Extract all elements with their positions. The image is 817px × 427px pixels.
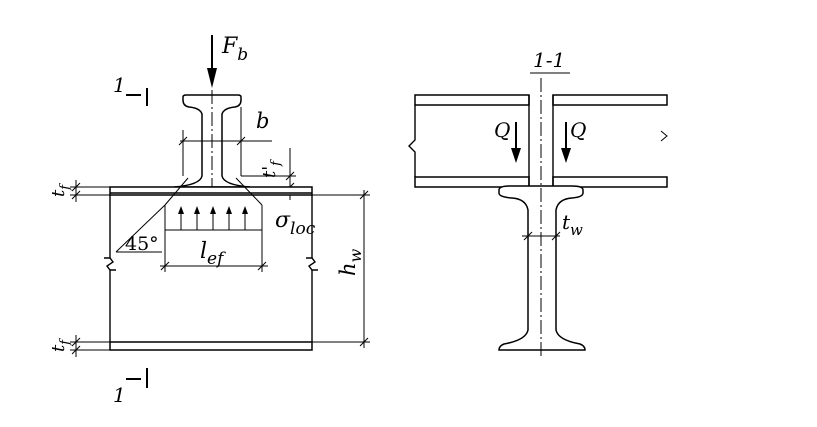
svg-text:1: 1 [113,383,126,407]
load-distribution-lines: 45° [115,177,263,255]
svg-text:tf: tf [48,338,73,352]
girder-web-outline [104,195,318,342]
dimension-tf-bottom: tf [48,335,110,357]
dimension-b: b [178,107,272,176]
svg-text:Q: Q [494,118,510,142]
svg-text:tf: tf [48,183,73,197]
force-label: Fb [221,34,248,65]
left-elevation-view: Fb 1 b t'f [48,34,370,407]
svg-text:1: 1 [113,73,126,97]
dimension-hw: hw [312,190,370,348]
svg-text:σloc: σloc [275,208,316,239]
svg-text:lef: lef [200,239,226,269]
bottom-flange [109,341,313,351]
section-mark-top: 1 [113,73,148,106]
svg-text:hw: hw [336,248,365,276]
shear-arrow-left: Q [494,118,521,163]
svg-text:b: b [256,109,269,133]
dimension-tw: tw [522,210,583,241]
local-stress-arrows: σloc [164,205,316,272]
section-mark-bottom: 1 [113,368,148,407]
svg-text:tw: tw [562,210,583,239]
dimension-lef: lef [160,239,268,271]
top-flange [109,186,313,196]
svg-text:Q: Q [570,118,586,142]
dimension-tf-top: tf [48,180,110,202]
svg-text:45°: 45° [125,233,159,255]
shear-arrow-right: Q [561,118,586,163]
section-title: 1-1 [533,48,565,72]
rail-vertical-section [498,185,586,351]
section-view: 1-1 Q Q tw [408,48,668,358]
svg-text:t'f: t'f [259,159,284,178]
force-arrow [207,35,217,88]
